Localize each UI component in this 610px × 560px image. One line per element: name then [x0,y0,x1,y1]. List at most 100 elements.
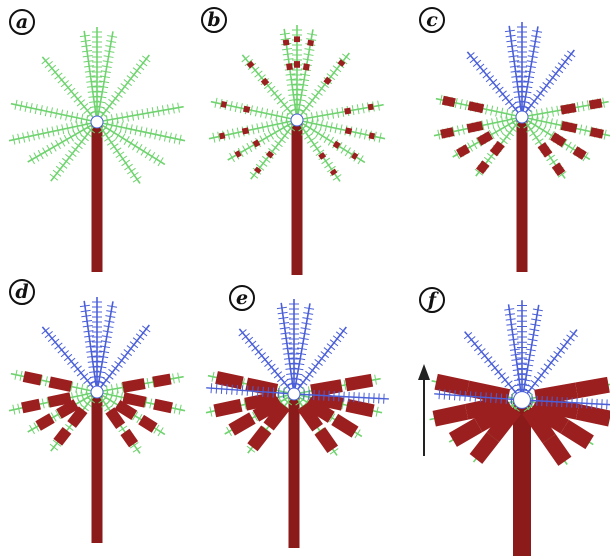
red-segment-6-0 [560,103,577,115]
red-segment-12-1 [120,428,139,448]
trunk [91,392,103,543]
red-segment-9-0 [252,396,284,422]
red-segment-8-0 [310,391,344,411]
branch-4 [293,326,348,395]
branch-2 [93,31,118,123]
red-segment-3-1 [246,60,255,69]
red-segment-6-0 [122,378,146,393]
red-segment-6-1 [588,98,603,110]
red-segment-11-1 [475,160,490,175]
branch-4 [521,329,578,401]
red-segment-12-0 [318,152,327,160]
branch-8 [96,119,186,145]
red-segment-9-1 [448,418,483,447]
panel-c: c [419,7,610,272]
red-segment-4-1 [337,59,346,67]
red-segment-11-1 [254,166,262,174]
branch-2 [290,303,315,395]
red-segment-7-0 [241,127,250,135]
red-segment-6-1 [367,103,374,111]
branch-1 [289,299,299,394]
panel-f: f [419,287,610,556]
branch-4 [521,49,576,118]
branch-2 [518,304,543,401]
branch-7 [8,119,98,145]
red-segment-5-1 [22,371,43,386]
red-segment-12-0 [537,142,553,158]
red-segment-11-1 [53,427,72,446]
branch-h-left [206,383,295,399]
red-segment-5-0 [467,101,485,114]
branch-1 [92,27,102,122]
red-segment-9-0 [56,399,79,419]
red-segment-9-0 [476,131,494,146]
red-segment-10-1 [572,146,587,160]
red-segment-12-1 [551,162,566,177]
hub [90,115,104,129]
red-segment-4-0 [323,76,332,86]
branch-h-right [293,389,389,404]
branch-11 [49,121,98,182]
red-segment-10-0 [332,140,341,149]
hub [90,385,104,399]
red-segment-5-0 [245,377,279,397]
panel-label-text: e [236,287,248,309]
branch-4 [96,324,151,393]
branch-1 [517,22,527,117]
red-segment-6-1 [575,376,610,399]
panel-label-f: f [419,287,445,313]
panel-label-b: b [201,7,227,33]
trunk [91,122,103,272]
branch-2 [93,301,118,393]
red-segment-11-1 [247,425,272,452]
red-segment-10-0 [304,396,335,423]
branch-5 [10,99,98,125]
red-segment-12-1 [542,434,572,466]
red-segment-11-0 [67,406,88,428]
red-segment-6-1 [152,373,172,388]
red-segment-11-0 [266,150,274,159]
red-segment-7-1 [213,398,243,418]
red-segment-7-1 [432,403,469,427]
red-segment-8-0 [344,127,353,135]
hub [513,391,531,409]
red-segment-9-1 [228,412,256,436]
growth-arrow [418,364,430,456]
branch-10 [96,121,166,167]
branch-3 [41,56,98,123]
branch-3 [238,328,295,395]
red-segment-5-1 [220,100,228,108]
red-segment-5-1 [434,373,470,397]
red-segment-10-1 [138,414,158,433]
red-segment-10-1 [331,413,359,438]
red-segment-7-1 [21,398,41,414]
red-segment-10-0 [550,132,567,148]
panel-a: a [8,9,186,272]
trunk [513,400,531,556]
red-segment-5-0 [466,380,511,405]
red-segment-8-1 [589,127,604,139]
red-segment-5-1 [441,95,456,108]
branch-3 [466,51,523,118]
red-segment-8-0 [560,121,578,134]
panel-label-d: d [9,279,35,305]
red-segment-7-0 [47,392,72,408]
red-segment-9-1 [234,150,242,158]
trunk [291,120,303,275]
red-segment-5-0 [48,376,73,392]
red-segment-8-1 [575,403,610,427]
red-segment-0-1 [282,39,290,46]
red-segment-8-1 [368,132,376,140]
red-segment-9-0 [252,139,261,148]
panel-e: e [205,285,389,548]
arrow-up-icon [418,364,430,380]
panel-label-e: e [229,285,255,311]
red-segment-9-1 [35,413,55,431]
branch-h-left [434,389,523,405]
red-segment-12-1 [329,168,338,176]
red-segment-10-1 [351,152,359,160]
red-segment-2-1 [307,39,315,47]
red-segment-12-0 [522,405,556,444]
panel-label-a: a [9,9,35,35]
